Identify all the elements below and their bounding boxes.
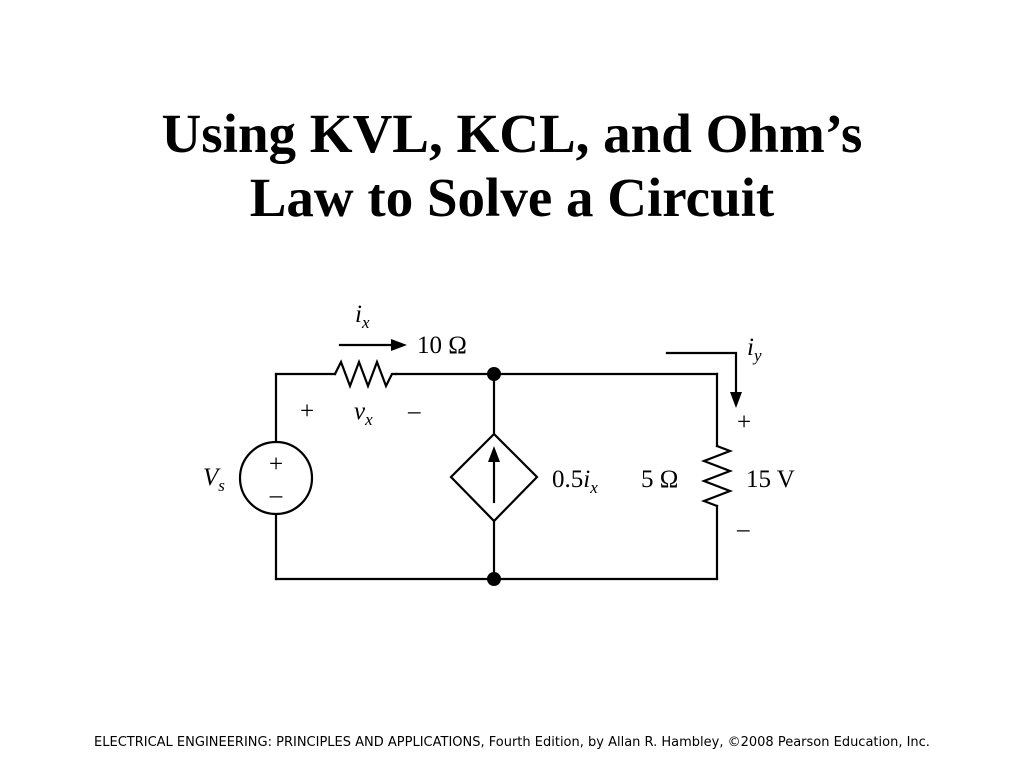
bottom-node-dot: [487, 572, 501, 586]
copyright-footer: ELECTRICAL ENGINEERING: PRINCIPLES AND A…: [94, 735, 930, 750]
dependent-source-label: 0.5ix: [552, 466, 598, 497]
iy-label: iy: [747, 334, 762, 365]
source-plus-sign: +: [269, 451, 283, 478]
source-minus-sign: –: [269, 482, 283, 509]
load-plus-sign: +: [737, 409, 751, 436]
slide-title: Using KVL, KCL, and Ohm’s Law to Solve a…: [0, 102, 1024, 230]
ix-arrowhead-icon: [391, 339, 407, 351]
iy-arrowhead-icon: [730, 392, 742, 408]
resistor-5-ohm-icon: [700, 444, 734, 508]
load-minus-sign: –: [736, 516, 750, 543]
vx-label: vx: [354, 398, 373, 429]
dependent-source-arrowhead-icon: [488, 446, 500, 462]
vx-plus-sign: +: [300, 398, 314, 425]
title-line-1: Using KVL, KCL, and Ohm’s: [161, 103, 863, 164]
iy-arrow-icon: [665, 351, 738, 398]
series-resistor-value: 10 Ω: [417, 332, 467, 359]
top-node-dot: [487, 367, 501, 381]
dependent-current-source-icon: [449, 432, 539, 523]
voltage-source-icon: [238, 440, 314, 516]
vx-minus-sign: –: [407, 398, 421, 425]
vs-label: Vs: [203, 464, 225, 495]
load-voltage-label: 15 V: [746, 466, 795, 493]
load-resistor-value: 5 Ω: [641, 466, 678, 493]
title-line-2: Law to Solve a Circuit: [249, 167, 775, 228]
resistor-10-ohm-icon: [333, 358, 398, 390]
ix-label: ix: [355, 301, 370, 332]
